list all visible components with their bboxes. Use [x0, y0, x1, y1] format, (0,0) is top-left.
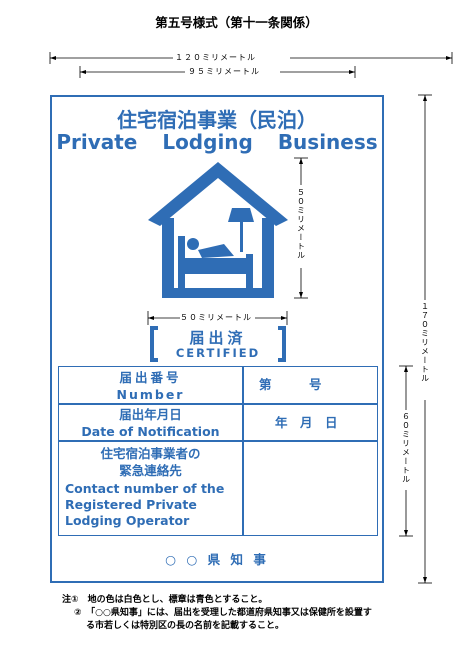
dim-icon-width: ５０ミリメートル: [180, 313, 252, 322]
note-2: ② 「○○県知事」には、届出を受理した都道府県知事又は保健所を設置す: [74, 608, 372, 618]
row-date-label-en: Date of Notification: [81, 424, 220, 439]
notes: 注① 地の色は白色とし、標章は青色とすること。 ② 「○○県知事」には、届出を受…: [62, 594, 372, 633]
row-number-label-en: Number: [116, 387, 185, 402]
row-contact-label-jp: 住宅宿泊事業者の 緊急連絡先: [100, 446, 201, 478]
row-date-label-jp: 届出年月日: [119, 407, 182, 422]
sign-title-en: Private Lodging Business: [56, 130, 378, 154]
status-jp: 届出済: [189, 329, 247, 347]
sign-title-jp: 住宅宿泊事業（民泊）: [117, 108, 317, 132]
form-title: 第五号様式（第十一条関係）: [155, 15, 318, 30]
note-2-cont: る市若しくは特別区の長の名前を記載すること。: [86, 621, 285, 631]
dim-icon-height: ５０ミリメートル: [296, 188, 306, 260]
dim-width-inner: ９５ミリメートル: [188, 67, 260, 76]
note-1: 注① 地の色は白色とし、標章は青色とすること。: [62, 595, 268, 605]
dim-height-lower: ６０ミリメートル: [401, 412, 411, 484]
certified-badge: 届出済 CERTIFIED: [150, 326, 286, 362]
dim-width-outer: １２０ミリメートル: [175, 53, 256, 62]
row-contact-label-en: Contact number of the Registered Private…: [65, 481, 225, 528]
status-en: CERTIFIED: [175, 346, 261, 360]
sign-frame: [50, 95, 384, 583]
governor-name: ○ ○ 県 知 事: [165, 552, 269, 567]
row-number-value: 第 号: [259, 377, 322, 392]
info-table: 届出番号 Number 第 号 届出年月日 Date of Notificati…: [58, 366, 378, 536]
house-bed-icon: [148, 162, 288, 298]
row-number-label-jp: 届出番号: [119, 370, 182, 385]
dim-height-total: １７０ミリメートル: [420, 302, 430, 383]
row-date-value: 年 月 日: [275, 415, 338, 430]
